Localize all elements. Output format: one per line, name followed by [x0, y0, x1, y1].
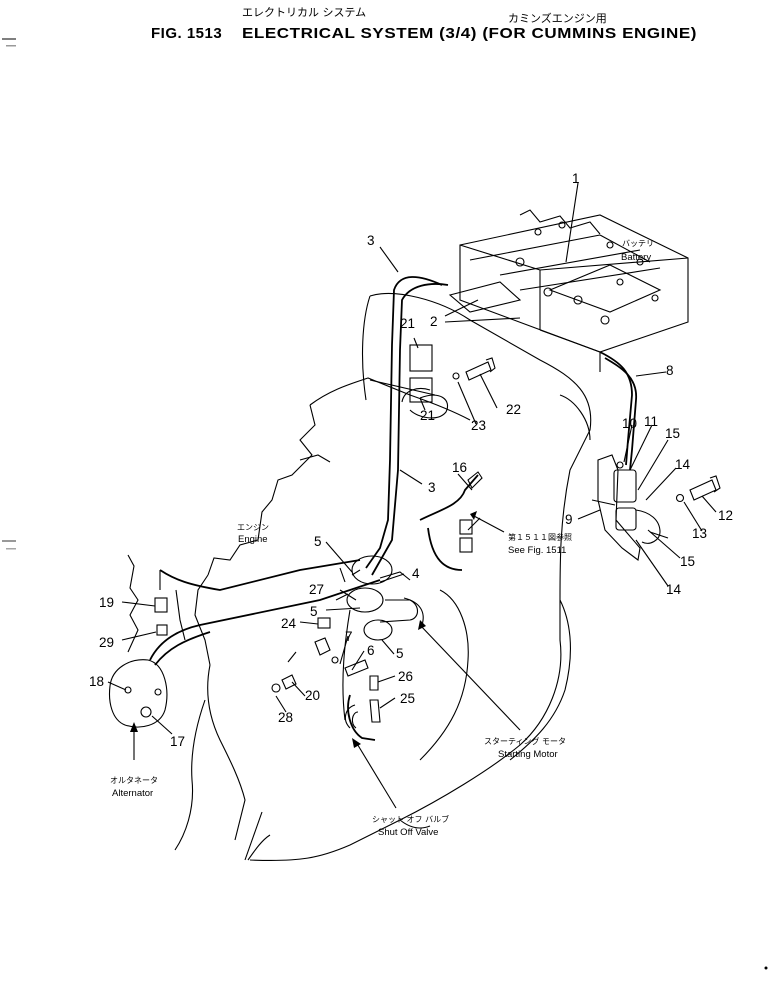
starting-motor-assembly [317, 555, 424, 641]
shutoff-valve-label-jp: シャット オフ バルブ [372, 814, 449, 824]
callout-17: 17 [170, 734, 185, 749]
callout-10: 10 [622, 416, 637, 431]
callout-3-top: 3 [367, 233, 375, 248]
callout-18: 18 [89, 674, 104, 689]
callout-15-top: 15 [665, 426, 680, 441]
starting-motor-label-en: Starting Motor [498, 749, 558, 760]
callout-2: 2 [430, 314, 438, 329]
leader-lines [107, 182, 717, 809]
callout-11: 11 [644, 414, 658, 429]
starting-motor-label-jp: スターティング モータ [484, 736, 566, 746]
callout-15-bottom: 15 [680, 554, 695, 569]
callout-21-bottom: 21 [420, 408, 435, 423]
callout-5-right: 5 [396, 646, 404, 661]
engine-label-jp: エンジン [237, 523, 269, 532]
see-fig-label-en: See Fig. 1511 [508, 545, 566, 556]
see-fig-label-jp: 第１５１１図参照 [508, 532, 572, 542]
diagram-title: エレクトリカル システム カミンズエンジン用 FIG. 1513 ELECTRI… [151, 6, 697, 42]
callout-12: 12 [718, 508, 733, 523]
callout-29: 29 [99, 635, 114, 650]
callout-numbers: 1 2 3 3 4 5 5 5 6 7 8 9 10 11 12 13 14 1… [89, 171, 733, 749]
title-text: ELECTRICAL SYSTEM (3/4) (FOR CUMMINS ENG… [242, 25, 697, 42]
alternator-label-en: Alternator [112, 788, 153, 799]
callout-28: 28 [278, 710, 293, 725]
engine-label-en: Engine [238, 534, 268, 545]
callout-26: 26 [398, 669, 413, 684]
switch-assembly [591, 454, 721, 561]
alternator-label-jp: オルタネータ [110, 776, 158, 785]
callout-14-top: 14 [675, 457, 691, 472]
battery-assembly [448, 209, 689, 372]
callout-7: 7 [345, 629, 353, 644]
callout-5-mid: 5 [310, 604, 318, 619]
callout-22: 22 [506, 402, 521, 417]
callout-24: 24 [281, 616, 297, 631]
callout-8: 8 [666, 363, 674, 378]
callout-20: 20 [305, 688, 320, 703]
title-fig-number: FIG. 1513 [151, 25, 222, 42]
callout-23: 23 [471, 418, 486, 433]
title-jp-engine: カミンズエンジン用 [508, 11, 607, 25]
callout-3-mid: 3 [428, 480, 436, 495]
callout-6: 6 [367, 643, 375, 658]
alternator-assembly [108, 570, 186, 728]
callout-13: 13 [692, 526, 707, 541]
engine-outline [127, 292, 592, 862]
title-jp-system: エレクトリカル システム [242, 6, 366, 19]
small-parts [271, 637, 381, 729]
callout-19: 19 [99, 595, 114, 610]
callout-14-bottom: 14 [666, 582, 682, 597]
shutoff-valve-assembly [344, 471, 483, 729]
battery-cables [149, 276, 637, 741]
component-labels: エンジン Engine 第１５１１図参照 See Fig. 1511 スターティ… [110, 523, 572, 838]
battery-label-en: Battery [621, 252, 651, 263]
shutoff-valve-label-en: Shut Off Valve [378, 827, 438, 838]
callout-27: 27 [309, 582, 324, 597]
callout-4: 4 [412, 566, 420, 581]
callout-9: 9 [565, 512, 573, 527]
battery-label-jp: バッテリ [622, 239, 654, 248]
callout-1: 1 [572, 171, 580, 186]
callout-25: 25 [400, 691, 415, 706]
battery-label: バッテリ Battery [621, 239, 654, 263]
callout-16: 16 [452, 460, 467, 475]
callout-5-top: 5 [314, 534, 322, 549]
battery-relay-assembly [369, 344, 496, 419]
callout-21-top: 21 [400, 316, 415, 331]
scan-specks [2, 38, 768, 970]
